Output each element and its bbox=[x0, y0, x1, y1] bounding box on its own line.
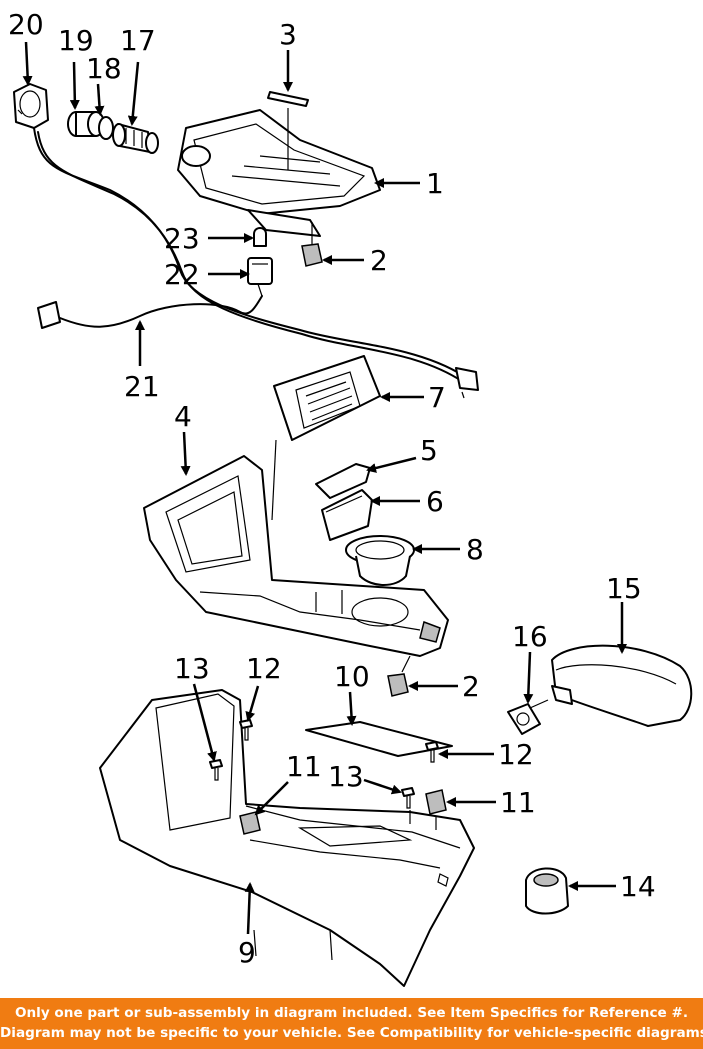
disclaimer-banner: Only one part or sub-assembly in diagram… bbox=[0, 998, 703, 1049]
part-13-screw-left bbox=[209, 759, 223, 781]
part-12-screw-right bbox=[425, 741, 439, 763]
part-17-lighter-element bbox=[112, 123, 159, 154]
callout-9: 9 bbox=[238, 936, 256, 969]
part-14-bumper bbox=[525, 867, 569, 915]
part-8-cup-holder bbox=[345, 535, 415, 586]
callout-19: 19 bbox=[58, 24, 94, 57]
callout-2-lower: 2 bbox=[462, 670, 480, 703]
part-7-bezel bbox=[273, 355, 381, 441]
parts-diagram: 20 19 18 17 3 1 2 23 22 21 7 4 5 6 8 15 … bbox=[8, 8, 693, 987]
leader-lines bbox=[22, 41, 627, 935]
callout-2-upper: 2 bbox=[370, 244, 388, 277]
callout-12-right: 12 bbox=[498, 738, 534, 771]
callout-14: 14 bbox=[620, 870, 656, 903]
callout-labels: 20 19 18 17 3 1 2 23 22 21 7 4 5 6 8 15 … bbox=[8, 8, 656, 969]
part-15-armrest bbox=[551, 644, 693, 727]
part-11-clip-right bbox=[425, 789, 447, 815]
callout-11-left: 11 bbox=[286, 750, 322, 783]
disclaimer-line-2: Diagram may not be specific to your vehi… bbox=[0, 1025, 703, 1041]
callout-23: 23 bbox=[164, 222, 200, 255]
callout-10: 10 bbox=[334, 660, 370, 693]
callout-11-right: 11 bbox=[500, 786, 536, 819]
part-18-retainer bbox=[98, 116, 114, 140]
part-6-bin bbox=[321, 489, 373, 541]
part-2-clip-upper bbox=[301, 243, 323, 267]
part-5-lid bbox=[315, 463, 371, 499]
part-3-insert-strip bbox=[267, 91, 309, 107]
part-9-console-base bbox=[99, 689, 475, 987]
callout-21: 21 bbox=[124, 370, 160, 403]
callout-22: 22 bbox=[164, 258, 200, 291]
callout-16: 16 bbox=[512, 620, 548, 653]
part-21-wire-harness bbox=[37, 295, 263, 329]
part-23-bulb bbox=[253, 227, 267, 247]
callout-13-right: 13 bbox=[328, 760, 364, 793]
part-16-hinge bbox=[507, 699, 549, 735]
callout-13-left: 13 bbox=[174, 652, 210, 685]
part-2-clip-lower bbox=[387, 673, 409, 697]
callout-6: 6 bbox=[426, 485, 444, 518]
callout-3: 3 bbox=[279, 18, 297, 51]
callout-12-left: 12 bbox=[246, 652, 282, 685]
part-13-screw-right bbox=[401, 787, 415, 809]
part-4-console-plate bbox=[143, 455, 449, 657]
part-20-lighter-housing bbox=[13, 83, 49, 129]
callout-17: 17 bbox=[120, 24, 156, 57]
callout-18: 18 bbox=[86, 52, 122, 85]
callout-8: 8 bbox=[466, 533, 484, 566]
part-11-clip-left bbox=[239, 811, 261, 835]
callout-20: 20 bbox=[8, 8, 44, 41]
disclaimer-line-1: Only one part or sub-assembly in diagram… bbox=[14, 1005, 689, 1021]
callout-5: 5 bbox=[420, 434, 438, 467]
part-10-pad bbox=[305, 721, 453, 757]
callout-4: 4 bbox=[174, 400, 192, 433]
part-1-storage-tray bbox=[177, 109, 381, 237]
callout-1: 1 bbox=[426, 167, 444, 200]
part-22-socket bbox=[247, 257, 273, 297]
callout-7: 7 bbox=[428, 381, 446, 414]
callout-15: 15 bbox=[606, 572, 642, 605]
